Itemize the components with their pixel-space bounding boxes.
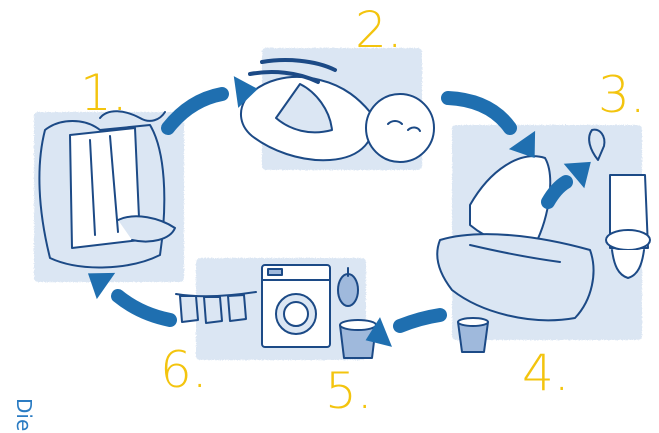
step-1-illustration — [34, 111, 184, 282]
arrow-icon — [168, 94, 222, 128]
step-number-6: 6. — [160, 345, 208, 395]
arrow-icon — [400, 315, 440, 326]
step-number-3: 3. — [598, 70, 646, 120]
step-number-5: 5. — [325, 366, 373, 416]
clothesline-icon — [176, 292, 256, 323]
step-number-4: 4. — [522, 348, 570, 398]
washing-machine-icon — [262, 265, 330, 347]
step-number-1: 1. — [80, 68, 128, 118]
arrow-icon — [448, 98, 510, 128]
step-2-illustration — [241, 48, 434, 170]
arrow-icon — [118, 296, 170, 320]
step-number-2: 2. — [355, 5, 403, 55]
bucket-icon — [458, 318, 488, 352]
diaper-icon — [39, 111, 175, 267]
step-3-4-illustration — [437, 125, 650, 352]
side-text: Die — [12, 398, 36, 431]
